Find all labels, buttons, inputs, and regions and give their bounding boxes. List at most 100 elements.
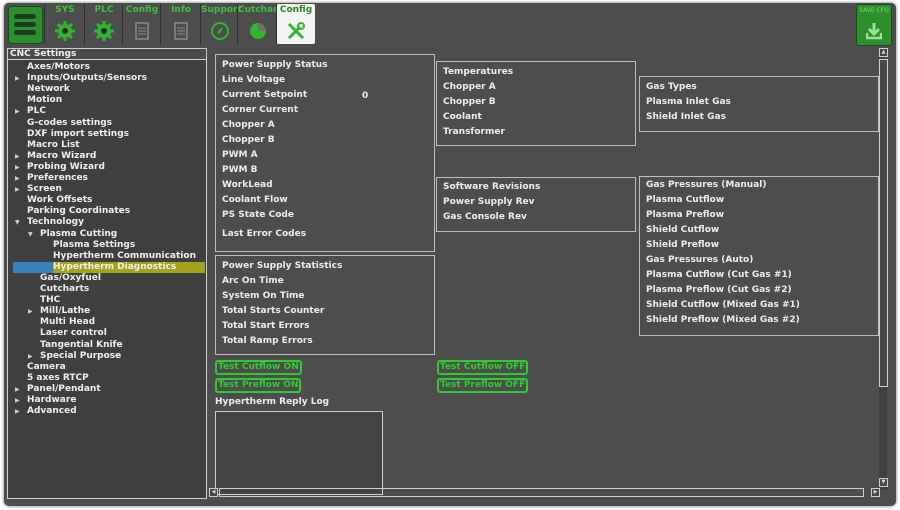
tree-item-label: DXF import settings xyxy=(27,128,130,139)
field-label-plasma-cutflow-cut-gas-1: Plasma Cutflow (Cut Gas #1) xyxy=(646,270,792,280)
field-label-plasma-cutflow: Plasma Cutflow xyxy=(646,195,725,205)
scroll-down-icon[interactable]: ▼ xyxy=(879,478,888,487)
tree-item-label: Macro Wizard xyxy=(27,150,97,161)
expand-right-icon[interactable]: ▶ xyxy=(15,408,20,416)
expand-right-icon[interactable]: ▶ xyxy=(28,308,33,316)
tree-header[interactable]: CNC Settings xyxy=(8,49,206,60)
tree-item-laser-control[interactable]: Laser control xyxy=(40,328,107,339)
gear-icon xyxy=(55,21,75,41)
tree-item-hypertherm-communication[interactable]: Hypertherm Communication xyxy=(53,251,196,262)
field-label-gas-console-rev: Gas Console Rev xyxy=(443,212,527,222)
tree-item-macro-list[interactable]: Macro List xyxy=(27,140,80,151)
expand-down-icon[interactable]: ▼ xyxy=(15,219,20,227)
test-cutflow-off-button[interactable]: Test Cutflow OFF xyxy=(437,360,529,375)
tree-item-plasma-cutting[interactable]: ▼Plasma Cutting xyxy=(28,229,117,240)
tree-item-cutcharts[interactable]: Cutcharts xyxy=(40,284,89,295)
test-preflow-off-button[interactable]: Test Preflow OFF xyxy=(437,378,529,393)
tree-item-probing-wizard[interactable]: ▶ Probing Wizard xyxy=(15,161,105,173)
tab-support[interactable]: Support xyxy=(200,4,242,44)
field-label-coolant: Coolant xyxy=(443,112,482,122)
expand-down-icon[interactable]: ▼ xyxy=(28,230,33,238)
field-label-last-error-codes: Last Error Codes xyxy=(222,229,307,239)
tab-label: Cutchart xyxy=(238,5,282,15)
tree-item-mill-lathe[interactable]: ▶Mill/Lathe xyxy=(28,306,90,317)
tree-item-special-purpose[interactable]: ▶Special Purpose xyxy=(28,351,121,362)
tree-item-g-codes-settings[interactable]: G-codes settings xyxy=(27,118,112,129)
expand-right-icon[interactable]: ▶ xyxy=(15,385,20,393)
tree-item-label: Network xyxy=(27,84,70,95)
tree-item-hypertherm-diagnostics[interactable]: Hypertherm Diagnostics xyxy=(53,262,176,273)
tree-item-5-axes-rtcp[interactable]: 5 axes RTCP xyxy=(27,373,89,384)
tab-cutchart[interactable]: Cutchart xyxy=(237,4,282,44)
horizontal-scrollbar[interactable]: ◀ ▶ xyxy=(209,488,880,497)
test-preflow-on-button[interactable]: Test Preflow ON xyxy=(215,378,302,393)
expand-right-icon[interactable]: ▶ xyxy=(15,108,20,116)
test-cutflow-on-button[interactable]: Test Cutflow ON xyxy=(215,360,302,375)
field-label-chopper-b: Chopper B xyxy=(222,135,275,145)
field-label-system-on-time: System On Time xyxy=(222,291,305,301)
tree-item-label: THC xyxy=(40,295,61,306)
expand-right-icon[interactable]: ▶ xyxy=(15,397,20,404)
expand-right-icon[interactable]: ▶ xyxy=(15,186,20,194)
tree-item-parking-coordinates[interactable]: Parking Coordinates xyxy=(27,206,130,217)
tree-item-gas-oxyfuel[interactable]: Gas/Oxyfuel xyxy=(40,273,101,284)
horizontal-scroll-thumb[interactable] xyxy=(219,488,864,497)
tree-item-advanced[interactable]: ▶Advanced xyxy=(15,406,77,417)
field-label-transformer: Transformer xyxy=(443,127,505,137)
tab-plc[interactable]: PLC xyxy=(84,4,123,44)
tree-item-motion[interactable]: Motion xyxy=(27,95,62,106)
tree-item-plasma-settings[interactable]: Plasma Settings xyxy=(53,240,135,251)
tab-sys[interactable]: SYS xyxy=(44,4,85,44)
tree-item-label: PLC xyxy=(27,106,46,117)
expand-right-icon[interactable]: ▶ xyxy=(15,163,20,171)
compass-icon xyxy=(210,21,230,41)
tab-info[interactable]: Info xyxy=(160,4,201,44)
tree-item-technology[interactable]: ▼Technology xyxy=(15,217,84,228)
field-label-worklead: WorkLead xyxy=(222,180,273,190)
tree-item-screen[interactable]: ▶Screen xyxy=(15,184,62,195)
expand-right-icon[interactable]: ▶ xyxy=(15,152,20,160)
tree-item-dxf-import-settings[interactable]: DXF import settings xyxy=(27,129,129,140)
scroll-left-icon[interactable]: ◀ xyxy=(209,488,218,497)
reply-log-textbox[interactable] xyxy=(215,411,383,495)
field-label-shield-cutflow: Shield Cutflow xyxy=(646,225,720,235)
tree-item-multi-head[interactable]: Multi Head xyxy=(40,317,95,328)
vertical-scrollbar[interactable]: ▲ ▼ xyxy=(879,48,888,490)
config-doc-icon xyxy=(132,21,152,41)
scroll-up-icon[interactable]: ▲ xyxy=(879,48,888,57)
tree-item-plc[interactable]: ▶ PLC xyxy=(15,106,46,117)
tab-config-active[interactable]: Config xyxy=(276,4,315,44)
tree-item-work-offsets[interactable]: Work Offsets xyxy=(27,195,92,206)
expand-right-icon[interactable]: ▶ xyxy=(15,175,20,182)
tree-item-hardware[interactable]: ▶Hardware xyxy=(15,395,76,406)
group-title-gas-pressures-manual: Gas Pressures (Manual) xyxy=(646,180,767,190)
tree-item-camera[interactable]: Camera xyxy=(27,362,66,373)
tree-item-thc[interactable]: THC xyxy=(40,295,60,306)
tree-item-axes-motors[interactable]: Axes/Motors xyxy=(27,62,90,73)
tree-item-macro-wizard[interactable]: ▶ Macro Wizard xyxy=(15,150,97,162)
tree-item-label: Probing Wizard xyxy=(27,161,105,172)
tree-item-preferences[interactable]: ▶Preferences xyxy=(15,173,88,184)
field-label-pwm-a: PWM A xyxy=(222,150,258,160)
field-label-shield-inlet-gas: Shield Inlet Gas xyxy=(646,112,726,122)
tree-item-panel-pendant[interactable]: ▶Panel/Pendant xyxy=(15,384,101,395)
tree-item-inputs-outputs-sensors[interactable]: ▶Inputs/Outputs/Sensors xyxy=(15,73,147,84)
tab-config[interactable]: Config xyxy=(122,4,161,44)
tab-label: Info xyxy=(171,5,191,15)
scroll-right-icon[interactable]: ▶ xyxy=(871,488,880,497)
field-label-shield-preflow: Shield Preflow xyxy=(646,240,720,250)
tree-item-network[interactable]: Network xyxy=(27,84,70,95)
expand-right-icon[interactable]: ▶ xyxy=(15,75,20,83)
save-cfg-button[interactable]: SAVE CFG xyxy=(856,4,892,46)
group-title-power-supply-status: Power Supply Status xyxy=(222,60,328,70)
expand-right-icon[interactable]: ▶ xyxy=(28,352,33,360)
main-menu-button[interactable] xyxy=(8,6,43,44)
vertical-scroll-thumb[interactable] xyxy=(879,59,888,387)
menu-bar-icon xyxy=(14,22,36,27)
tree-item-tangential-knife[interactable]: Tangential Knife xyxy=(40,340,123,351)
tree-item-label: Hypertherm Communication xyxy=(53,250,196,261)
